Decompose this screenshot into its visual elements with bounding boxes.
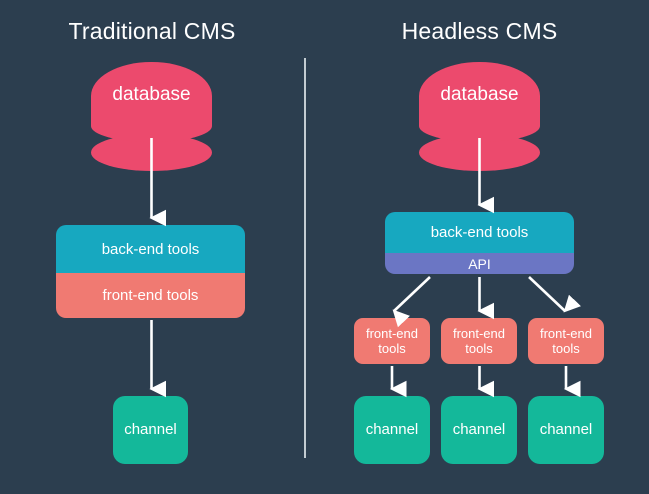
frontend-tools-box-2: front-end tools — [441, 318, 517, 364]
database-cylinder-body — [91, 62, 212, 142]
frontend-tools-line-2: tools — [465, 341, 493, 356]
arrow-api-to-frontend-3 — [528, 276, 582, 313]
frontend-tools-line-2: tools — [378, 341, 406, 356]
panel-title-headless: Headless CMS — [401, 18, 558, 44]
backend-tools-block-headless: back-end tools — [385, 212, 574, 253]
database-label-headless: database — [440, 84, 519, 105]
backend-tools-block-traditional: back-end tools — [56, 225, 245, 273]
frontend-tools-box-3: front-end tools — [528, 318, 604, 364]
frontend-tools-line-1: front-end — [539, 325, 593, 341]
database-cylinder-headless: database — [419, 62, 540, 171]
api-block: API — [385, 253, 574, 274]
frontend-tools-line-2: tools — [552, 341, 580, 356]
channel-box-3: channel — [528, 396, 604, 464]
frontend-tools-line-1: front-end — [452, 325, 506, 341]
frontend-tools-line-1: front-end — [365, 325, 419, 341]
database-label-traditional: database — [112, 84, 191, 105]
tools-stack-headless: back-end tools API — [385, 212, 574, 274]
channel-box-2: channel — [441, 396, 517, 464]
panel-title-traditional: Traditional CMS — [68, 18, 236, 44]
database-cylinder-body — [419, 62, 540, 142]
frontend-tools-block-traditional: front-end tools — [56, 273, 245, 318]
database-cylinder-traditional: database — [91, 62, 212, 171]
channel-box-1: channel — [354, 396, 430, 464]
channel-box-traditional: channel — [113, 396, 188, 464]
vertical-divider — [304, 58, 306, 458]
frontend-tools-box-1: front-end tools — [354, 318, 430, 364]
tools-stack-traditional: back-end tools front-end tools — [56, 225, 245, 318]
arrow-api-to-frontend-1 — [392, 276, 431, 328]
